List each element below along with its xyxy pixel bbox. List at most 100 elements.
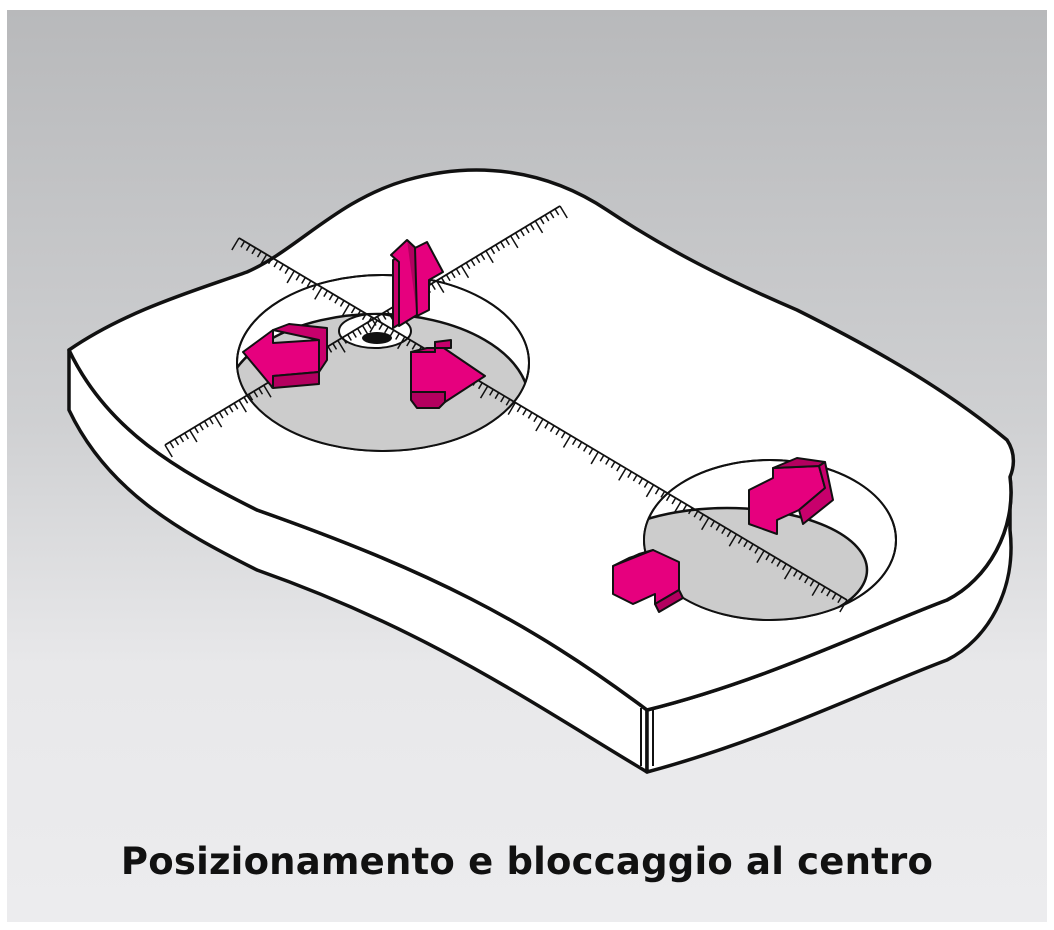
scale-tick bbox=[748, 543, 754, 551]
scale-tick bbox=[519, 229, 525, 237]
scale-tick bbox=[798, 573, 804, 581]
scale-tick bbox=[366, 322, 372, 329]
scale-tick bbox=[314, 286, 323, 300]
scale-tick bbox=[610, 461, 616, 469]
scale-tick bbox=[533, 415, 539, 423]
scale-tick bbox=[223, 408, 229, 416]
scale-tick bbox=[361, 313, 367, 321]
scale-tick bbox=[179, 435, 185, 443]
scale-tick bbox=[240, 240, 246, 248]
scale-tick bbox=[516, 405, 522, 413]
scale-tick bbox=[356, 310, 362, 317]
scale-tick bbox=[756, 550, 765, 564]
scale-tick bbox=[831, 593, 837, 600]
scale-tick bbox=[430, 283, 436, 291]
scale-tick bbox=[737, 537, 743, 544]
scale-tick bbox=[378, 323, 384, 330]
scale-tick bbox=[638, 477, 644, 485]
scale-tick bbox=[332, 343, 338, 350]
scale-tick bbox=[500, 241, 506, 249]
scale-tick bbox=[627, 471, 633, 479]
scale-tick bbox=[347, 334, 352, 341]
scale-tick bbox=[367, 316, 373, 324]
scale-tick bbox=[643, 481, 649, 488]
scale-tick bbox=[765, 553, 771, 561]
scale-tick bbox=[267, 257, 273, 265]
scale-tick bbox=[544, 214, 550, 222]
scale-tick bbox=[555, 428, 561, 436]
scale-tick bbox=[490, 247, 496, 255]
scale-tick bbox=[544, 421, 550, 429]
scale-tick bbox=[710, 520, 715, 528]
scale-tick bbox=[549, 211, 555, 219]
scale-tick bbox=[632, 474, 638, 482]
scale-tick bbox=[341, 303, 351, 317]
scale-tick bbox=[339, 300, 345, 307]
scale-tick bbox=[213, 414, 223, 428]
scale-tick bbox=[248, 393, 254, 401]
scale-tick bbox=[295, 273, 301, 281]
scale-tick bbox=[820, 586, 826, 594]
scale-tick bbox=[605, 458, 610, 465]
scale-tick bbox=[465, 262, 471, 270]
scale-tick bbox=[350, 306, 356, 314]
scale-tick bbox=[323, 290, 329, 298]
scale-tick bbox=[258, 387, 264, 395]
scale-tick bbox=[554, 208, 560, 216]
scale-tick bbox=[480, 253, 486, 261]
scale-tick bbox=[559, 205, 568, 219]
scale-tick bbox=[599, 454, 605, 462]
scale-tick bbox=[189, 429, 198, 443]
center-hole bbox=[362, 332, 392, 344]
scale-tick bbox=[754, 546, 760, 554]
scale-tick bbox=[582, 444, 588, 452]
arrow-right-icon bbox=[410, 339, 486, 409]
scale-tick bbox=[258, 254, 268, 267]
scale-tick bbox=[184, 432, 190, 440]
scale-tick bbox=[527, 412, 533, 419]
scale-tick bbox=[682, 504, 688, 511]
scale-tick bbox=[208, 417, 214, 425]
scale-tick bbox=[495, 244, 501, 252]
scale-tick bbox=[500, 395, 505, 403]
scale-tick bbox=[535, 418, 544, 432]
scale-tick bbox=[253, 390, 259, 398]
scale-tick bbox=[477, 382, 483, 390]
scale-tick bbox=[312, 283, 318, 291]
scale-tick bbox=[494, 392, 500, 400]
scale-tick bbox=[475, 256, 481, 264]
scale-tick bbox=[273, 260, 279, 268]
scale-tick bbox=[256, 250, 262, 258]
scale-tick bbox=[811, 583, 821, 596]
scale-tick bbox=[562, 435, 572, 448]
scale-tick bbox=[837, 596, 843, 604]
scale-tick bbox=[839, 599, 848, 613]
scale-tick bbox=[693, 510, 699, 518]
scale-tick bbox=[485, 250, 494, 264]
scale-tick bbox=[793, 569, 798, 577]
scale-tick bbox=[721, 527, 727, 534]
scale-tick bbox=[337, 340, 346, 353]
scale-tick bbox=[616, 464, 622, 472]
scale-tick bbox=[278, 263, 284, 271]
scale-tick bbox=[726, 530, 732, 538]
scale-tick bbox=[781, 563, 787, 571]
scale-tick bbox=[306, 280, 312, 288]
scale-tick bbox=[435, 280, 445, 294]
arrow-right-icon bbox=[748, 457, 834, 535]
scale-tick bbox=[327, 346, 333, 353]
scale-tick bbox=[505, 238, 510, 246]
scale-tick bbox=[389, 329, 395, 337]
scale-tick bbox=[505, 398, 511, 406]
scale-tick bbox=[228, 405, 234, 413]
scale-tick bbox=[673, 500, 682, 514]
scale-tick bbox=[660, 491, 666, 498]
scale-tick bbox=[509, 235, 519, 249]
scale-ticks-short bbox=[164, 205, 568, 458]
scale-tick bbox=[238, 399, 247, 413]
scale-tick bbox=[243, 396, 249, 404]
scale-tick bbox=[571, 438, 577, 446]
scale-tick bbox=[529, 223, 535, 231]
scale-tick bbox=[654, 487, 660, 495]
scale-tick bbox=[701, 517, 710, 531]
